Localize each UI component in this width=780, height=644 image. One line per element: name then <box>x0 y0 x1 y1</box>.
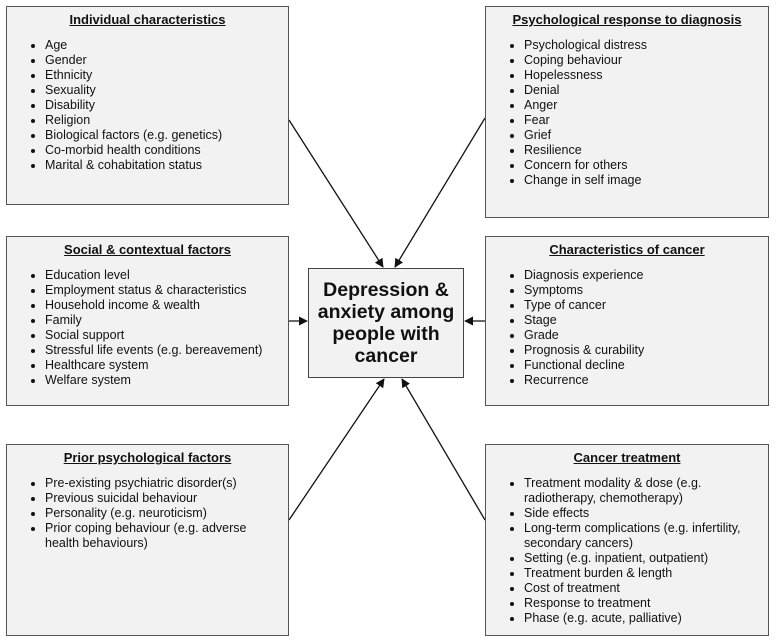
box-title: Psychological response to diagnosis <box>512 12 742 27</box>
list-item: Anger <box>524 98 760 113</box>
list-item: Change in self image <box>524 173 760 188</box>
list-item: Co-morbid health conditions <box>45 143 280 158</box>
list-item: Education level <box>45 268 280 283</box>
list-item: Response to treatment <box>524 596 760 611</box>
list-item: Hopelessness <box>524 68 760 83</box>
central-outcome-label: Depression & anxiety among people with c… <box>317 279 455 367</box>
list-item: Biological factors (e.g. genetics) <box>45 128 280 143</box>
box-title: Social & contextual factors <box>64 242 231 257</box>
box-title: Prior psychological factors <box>63 450 232 465</box>
item-list: Diagnosis experienceSymptomsType of canc… <box>504 268 760 388</box>
list-item: Personality (e.g. neuroticism) <box>45 506 280 521</box>
box-psychological-response: Psychological response to diagnosis Psyc… <box>485 6 769 218</box>
list-item: Type of cancer <box>524 298 760 313</box>
item-list: Psychological distressCoping behaviourHo… <box>504 38 760 188</box>
list-item: Functional decline <box>524 358 760 373</box>
list-item: Recurrence <box>524 373 760 388</box>
arrow-individual <box>288 119 384 268</box>
list-item: Denial <box>524 83 760 98</box>
arrow-psychological-response <box>394 117 486 268</box>
list-item: Treatment burden & length <box>524 566 760 581</box>
list-item: Social support <box>45 328 280 343</box>
list-item: Household income & wealth <box>45 298 280 313</box>
list-item: Concern for others <box>524 158 760 173</box>
box-title: Characteristics of cancer <box>549 242 705 257</box>
list-item: Prognosis & curability <box>524 343 760 358</box>
box-cancer-characteristics: Characteristics of cancer Diagnosis expe… <box>485 236 769 406</box>
list-item: Disability <box>45 98 280 113</box>
list-item: Family <box>45 313 280 328</box>
list-item: Stressful life events (e.g. bereavement) <box>45 343 280 358</box>
list-item: Phase (e.g. acute, palliative) <box>524 611 760 626</box>
item-list: Pre-existing psychiatric disorder(s)Prev… <box>25 476 280 551</box>
list-item: Religion <box>45 113 280 128</box>
item-list: Treatment modality & dose (e.g. radiothe… <box>504 476 760 626</box>
list-item: Symptoms <box>524 283 760 298</box>
list-item: Previous suicidal behaviour <box>45 491 280 506</box>
list-item: Healthcare system <box>45 358 280 373</box>
box-title: Individual characteristics <box>69 12 226 27</box>
central-outcome-box: Depression & anxiety among people with c… <box>308 268 464 378</box>
list-item: Sexuality <box>45 83 280 98</box>
list-item: Fear <box>524 113 760 128</box>
box-title: Cancer treatment <box>573 450 681 465</box>
item-list: AgeGenderEthnicitySexualityDisabilityRel… <box>25 38 280 173</box>
list-item: Resilience <box>524 143 760 158</box>
list-item: Treatment modality & dose (e.g. radiothe… <box>524 476 760 506</box>
list-item: Employment status & characteristics <box>45 283 280 298</box>
list-item: Grade <box>524 328 760 343</box>
arrow-treatment <box>401 378 486 521</box>
list-item: Grief <box>524 128 760 143</box>
list-item: Setting (e.g. inpatient, outpatient) <box>524 551 760 566</box>
list-item: Gender <box>45 53 280 68</box>
box-individual-characteristics: Individual characteristics AgeGenderEthn… <box>6 6 289 205</box>
list-item: Stage <box>524 313 760 328</box>
box-prior-psychological: Prior psychological factors Pre-existing… <box>6 444 289 636</box>
list-item: Pre-existing psychiatric disorder(s) <box>45 476 280 491</box>
list-item: Psychological distress <box>524 38 760 53</box>
list-item: Age <box>45 38 280 53</box>
arrow-prior-psychological <box>288 378 385 521</box>
list-item: Diagnosis experience <box>524 268 760 283</box>
box-social-contextual: Social & contextual factors Education le… <box>6 236 289 406</box>
list-item: Marital & cohabitation status <box>45 158 280 173</box>
list-item: Cost of treatment <box>524 581 760 596</box>
list-item: Coping behaviour <box>524 53 760 68</box>
list-item: Ethnicity <box>45 68 280 83</box>
list-item: Prior coping behaviour (e.g. adverse hea… <box>45 521 280 551</box>
item-list: Education levelEmployment status & chara… <box>25 268 280 388</box>
box-cancer-treatment: Cancer treatment Treatment modality & do… <box>485 444 769 636</box>
list-item: Long-term complications (e.g. infertilit… <box>524 521 760 551</box>
list-item: Side effects <box>524 506 760 521</box>
list-item: Welfare system <box>45 373 280 388</box>
